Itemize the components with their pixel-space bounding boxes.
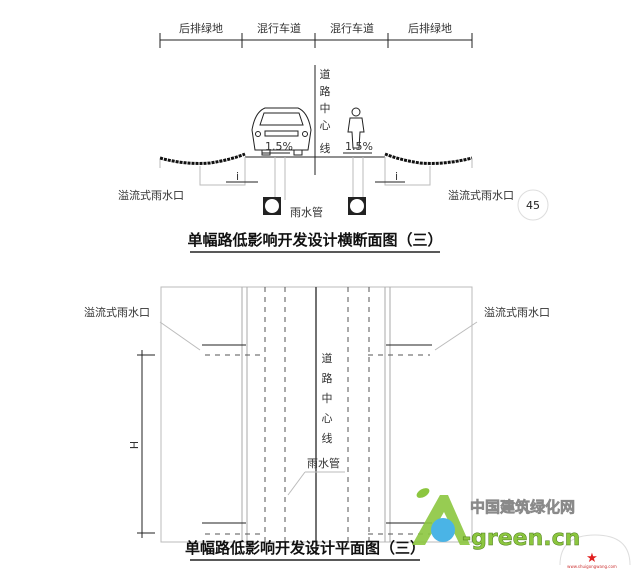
lane-edges	[241, 287, 391, 542]
gradient-right: i	[395, 170, 398, 183]
svg-text:H: H	[127, 441, 140, 449]
watermark-cn: 中国建筑绿化网	[470, 498, 575, 516]
slope-right: 1.5%	[345, 140, 373, 153]
plan-pipe-label: 雨水管	[307, 456, 340, 470]
swale-left	[159, 152, 246, 165]
gradient-left: i	[236, 170, 239, 183]
watermark-stamp	[559, 534, 631, 566]
pipe-connections	[274, 157, 364, 200]
section-title: 单幅路低影响开发设计横断面图（三）	[187, 231, 442, 249]
storm-pipe-left	[263, 197, 281, 215]
svg-text:中: 中	[320, 102, 331, 115]
inlet-label-right: 溢流式雨水口	[448, 188, 514, 202]
spacing-dimension: H	[127, 350, 155, 538]
plan-centerline-label: 道 路 中 心 线	[322, 351, 333, 445]
dimension-line	[159, 33, 473, 48]
svg-text:路: 路	[320, 85, 331, 98]
svg-text:线: 线	[322, 431, 333, 445]
dim-label-green-right: 后排绿地	[408, 21, 452, 35]
svg-text:道: 道	[322, 351, 333, 365]
pedestrian-icon	[347, 107, 365, 149]
svg-text:线: 线	[320, 141, 331, 155]
star-icon: ★	[586, 551, 598, 566]
watermark-small: www.shuigongwang.com	[567, 564, 617, 569]
dim-label-green-left: 后排绿地	[179, 21, 223, 35]
car-icon	[251, 107, 312, 156]
dim-label-lane-left: 混行车道	[257, 21, 301, 35]
svg-text:心: 心	[320, 119, 331, 132]
plan-title: 单幅路低影响开发设计平面图（三）	[185, 539, 425, 557]
svg-text:45: 45	[526, 199, 540, 212]
dim-label-lane-right: 混行车道	[330, 21, 374, 35]
storm-pipe-right	[348, 197, 366, 215]
centerline-label: 道 路 中 心 线	[320, 67, 331, 155]
plan-inlet-label-left: 溢流式雨水口	[84, 305, 150, 319]
svg-text:心: 心	[322, 412, 333, 425]
plan-inlets	[159, 321, 478, 535]
swale-right	[384, 152, 473, 165]
lane-markings	[264, 287, 370, 542]
watermark-logo: ★ www.shuigongwang.com 中国建筑绿化网 -green.cn	[412, 488, 631, 569]
pipe-label: 雨水管	[290, 205, 323, 219]
page-badge: 45	[517, 189, 549, 221]
inlet-label-left: 溢流式雨水口	[118, 188, 184, 202]
svg-text:道: 道	[320, 67, 331, 81]
plan-inlet-label-right: 溢流式雨水口	[484, 305, 550, 319]
svg-text:路: 路	[322, 372, 333, 385]
slope-left: 1.5%	[265, 140, 293, 153]
inlet-structures	[159, 157, 473, 186]
watermark-en: -green.cn	[462, 526, 580, 551]
svg-text:中: 中	[322, 392, 333, 405]
